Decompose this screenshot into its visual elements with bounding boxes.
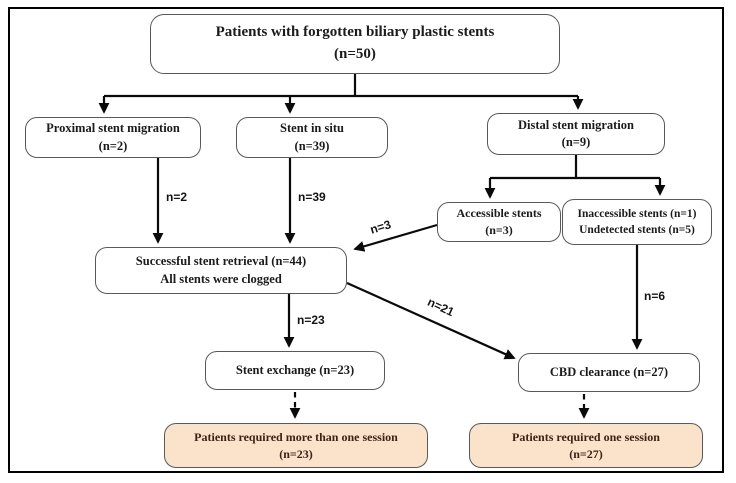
node-accessible-stents: Accessible stents (n=3) [437, 202, 561, 242]
node-inaccessible-undetected: Inaccessible stents (n=1) Undetected ste… [562, 199, 712, 245]
node-distal-line1: Distal stent migration [518, 117, 634, 132]
node-proximal-line1: Proximal stent migration [46, 121, 180, 135]
node-situ-line2: (n=39) [294, 138, 330, 153]
edge-label-n39: n=39 [298, 190, 326, 204]
node-successful-line1: Successful stent retrieval (n=44) [135, 254, 307, 268]
node-situ-line1: Stent in situ [280, 121, 344, 135]
node-proximal-migration: Proximal stent migration (n=2) [25, 117, 201, 158]
node-one-session: Patients required one session (n=27) [469, 423, 703, 468]
node-proximal-line2: (n=2) [98, 138, 128, 153]
node-distal-line2: (n=9) [561, 135, 591, 149]
edge-label-n6: n=6 [644, 289, 666, 303]
node-exchange-line1: Stent exchange (n=23) [235, 362, 355, 377]
node-distal-migration: Distal stent migration (n=9) [487, 113, 665, 155]
node-forgotten-stents-line2: (n=50) [334, 46, 376, 62]
node-more-than-one-session: Patients required more than one session … [164, 423, 428, 468]
node-one-session-line2: (n=27) [569, 446, 603, 461]
node-one-session-line1: Patients required one session [512, 429, 660, 444]
edge-label-n23: n=23 [297, 313, 325, 327]
node-more-sessions-line2: (n=23) [279, 446, 313, 461]
node-more-sessions-line1: Patients required more than one session [194, 429, 398, 444]
node-inaccessible-line2: Undetected stents (n=5) [579, 224, 695, 236]
node-forgotten-stents: Patients with forgotten biliary plastic … [150, 14, 560, 74]
node-stent-exchange: Stent exchange (n=23) [205, 351, 385, 390]
node-inaccessible-line1: Inaccessible stents (n=1) [577, 207, 697, 220]
flowchart-frame [8, 7, 724, 473]
node-successful-retrieval: Successful stent retrieval (n=44) All st… [95, 247, 347, 294]
node-cbd-line1: CBD clearance (n=27) [549, 364, 669, 379]
node-accessible-line1: Accessible stents [456, 206, 542, 221]
node-cbd-clearance: CBD clearance (n=27) [518, 353, 700, 392]
node-successful-line2: All stents were clogged [160, 271, 282, 286]
node-forgotten-stents-line1: Patients with forgotten biliary plastic … [215, 24, 495, 41]
node-stent-in-situ: Stent in situ (n=39) [236, 117, 388, 158]
node-accessible-line2: (n=3) [485, 223, 513, 237]
edge-label-n2: n=2 [166, 190, 188, 204]
